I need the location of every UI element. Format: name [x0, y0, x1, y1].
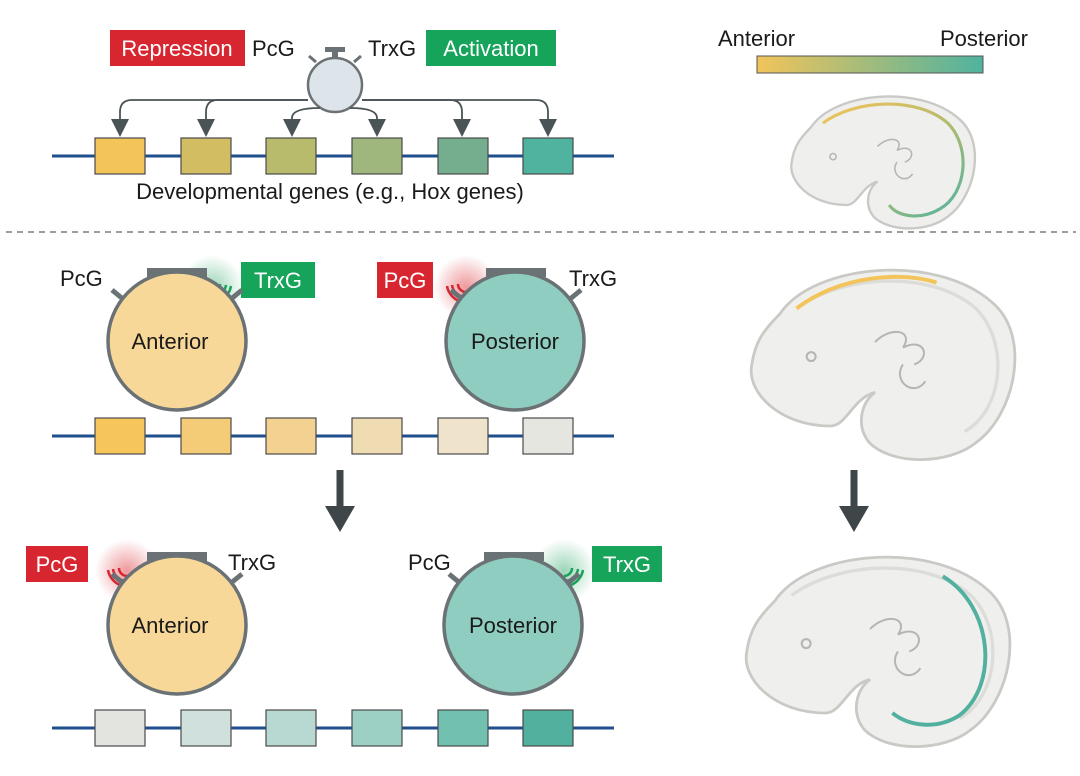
repression-label: Repression: [121, 36, 232, 61]
middle-left-timer-body: [106, 270, 248, 412]
gene-box-4: [351, 709, 403, 747]
gene-box-6: [522, 417, 574, 455]
small-timer-knob: [325, 47, 345, 52]
bottom-right-trxg-badge: [592, 546, 662, 582]
middle-right-pcg: PcG: [384, 268, 427, 293]
middle-left-timer-label: Anterior: [131, 329, 208, 354]
middle-left-trxg: TrxG: [254, 268, 302, 293]
small-timer-body: [306, 56, 364, 114]
gene-box-3: [265, 137, 317, 175]
middle-left-timer: PcG TrxG Anterior: [60, 255, 315, 412]
gene-box-2: [180, 417, 232, 455]
gene-box-1: [94, 417, 146, 455]
top-panel: Repression PcG TrxG Activation Developme…: [52, 26, 1028, 230]
embryo-middle: [749, 268, 1017, 461]
transition-arrow-left: [325, 470, 355, 532]
middle-right-pcg-badge: [377, 262, 433, 298]
gene-row-top: [94, 137, 574, 175]
repression-badge: [110, 30, 245, 66]
bottom-right-trxg: TrxG: [603, 552, 651, 577]
pcg-label: PcG: [252, 36, 295, 61]
gradient-right-label: Posterior: [940, 26, 1028, 51]
embryo-top: [790, 95, 977, 230]
gene-box-6: [522, 709, 574, 747]
middle-right-trxg: TrxG: [569, 266, 617, 291]
gene-row-middle: [94, 417, 574, 455]
bottom-panel: PcG TrxG Anterior PcG TrxG Posterior: [26, 539, 1012, 748]
middle-right-timer-label: Posterior: [471, 329, 559, 354]
gene-box-5: [437, 417, 489, 455]
transition-arrow-right: [839, 470, 869, 532]
middle-panel: PcG TrxG Anterior PcG TrxG Posterior: [52, 255, 1017, 461]
middle-left-pcg: PcG: [60, 266, 103, 291]
gene-box-1: [94, 709, 146, 747]
gene-box-3: [265, 709, 317, 747]
bottom-right-timer: PcG TrxG Posterior: [408, 539, 662, 696]
middle-right-timer: PcG TrxG Posterior: [377, 255, 617, 412]
small-timer: [306, 47, 364, 114]
bottom-left-timer: PcG TrxG Anterior: [26, 539, 276, 696]
embryo-bottom: [744, 555, 1012, 748]
bottom-right-pcg: PcG: [408, 550, 451, 575]
gene-box-6: [522, 137, 574, 175]
middle-right-timer-body: [444, 270, 586, 412]
bottom-right-timer-label: Posterior: [469, 613, 557, 638]
bottom-left-pcg-badge: [26, 546, 88, 582]
distribution-arrows: [111, 99, 557, 137]
gradient-bar: [756, 55, 984, 74]
gene-box-3: [265, 417, 317, 455]
bottom-left-trxg: TrxG: [228, 550, 276, 575]
bottom-right-timer-body: [442, 554, 584, 696]
gene-box-5: [437, 137, 489, 175]
gene-box-5: [437, 709, 489, 747]
bottom-left-timer-label: Anterior: [131, 613, 208, 638]
trxg-label: TrxG: [368, 36, 416, 61]
gene-row-bottom: [94, 709, 574, 747]
gene-box-2: [180, 137, 232, 175]
middle-left-trxg-badge: [241, 262, 315, 298]
gene-box-2: [180, 709, 232, 747]
gene-box-4: [351, 137, 403, 175]
gene-box-1: [94, 137, 146, 175]
caption: Developmental genes (e.g., Hox genes): [136, 179, 524, 204]
bottom-left-timer-body: [106, 554, 248, 696]
bottom-left-pcg: PcG: [36, 552, 79, 577]
activation-label: Activation: [443, 36, 538, 61]
gene-box-4: [351, 417, 403, 455]
activation-badge: [426, 30, 556, 66]
gradient-left-label: Anterior: [718, 26, 795, 51]
